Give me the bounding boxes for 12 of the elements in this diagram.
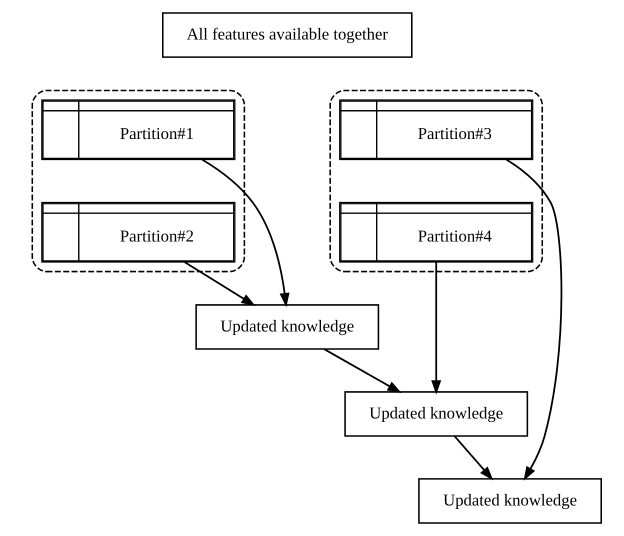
node-box: Updated knowledge	[195, 304, 380, 350]
cluster	[32, 90, 246, 272]
arrow	[184, 261, 256, 306]
arrow	[431, 262, 442, 395]
node-box: Updated knowledge	[344, 391, 528, 437]
node-box: Updated knowledge	[418, 478, 602, 524]
cluster	[329, 90, 544, 272]
arrow	[454, 435, 494, 481]
arrow	[324, 348, 402, 394]
arrow	[202, 158, 290, 308]
arrow	[506, 158, 562, 481]
node-box: All features available together	[162, 12, 413, 58]
